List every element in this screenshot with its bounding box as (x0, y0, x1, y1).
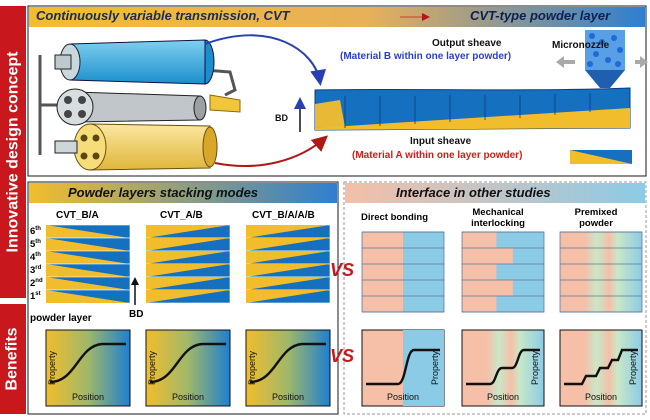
property-curve (564, 348, 638, 386)
layer-label: 3rd (30, 265, 42, 277)
mode-label-3: CVT_B/A/A/B (252, 210, 315, 221)
bd-label: BD (129, 309, 144, 320)
interface-plots: PositionPropertyPositionPropertyPosition… (361, 329, 643, 407)
benefits-side-label: Benefits (0, 304, 26, 414)
cvt-machine-illustration (38, 39, 241, 171)
cvt-title: Continuously variable transmission, CVT (36, 8, 290, 23)
position-axis-label: Position (387, 392, 419, 402)
material-a-wedge (246, 238, 330, 251)
position-axis-label: Position (487, 392, 519, 402)
material-a-wedge (46, 264, 130, 277)
layer-label: 5th (30, 239, 41, 251)
property-curve (49, 342, 126, 384)
property-axis-label: Property (628, 350, 638, 385)
output-material-label: (Material B within one layer powder) (340, 51, 512, 62)
material-a-wedge (46, 225, 130, 238)
input-material-label: (Material A within one layer powder) (352, 150, 523, 161)
property-axis-label: Property (47, 350, 57, 385)
position-axis-label: Position (272, 392, 304, 402)
mode-label-2: CVT_A/B (160, 210, 203, 221)
stack-block-2 (145, 224, 231, 304)
position-axis-label: Position (585, 392, 617, 402)
material-a-wedge (246, 277, 330, 290)
material-a-wedge (146, 264, 230, 277)
stack-block-3 (245, 224, 331, 304)
micronozzle-label: Micronozzle (552, 40, 610, 51)
input-sheave-label: Input sheave (410, 136, 472, 147)
material-a-wedge (246, 290, 330, 303)
material-a-wedge (46, 238, 130, 251)
property-plot-4: Position Property (361, 329, 445, 407)
vs-label-bottom: VS (330, 346, 354, 366)
benefit-plots: PositionPropertyPositionPropertyPosition… (45, 329, 331, 407)
property-axis-label: Property (530, 350, 540, 385)
material-a-wedge (46, 290, 130, 303)
property-plot-6: Position Property (559, 329, 643, 407)
method-premixed-powder: Premixed powder (574, 207, 618, 229)
material-a-wedge (146, 238, 230, 251)
property-plot-5: Position Property (461, 329, 545, 407)
layer-label: 6th (30, 226, 41, 238)
method-direct-bonding: Direct bonding (361, 212, 429, 223)
position-axis-label: Position (172, 392, 204, 402)
property-axis-label: Property (430, 350, 440, 385)
mode-label-1: CVT_B/A (56, 210, 99, 221)
material-a-wedge (46, 251, 130, 264)
property-curve (366, 348, 440, 386)
interface-panel-header (345, 183, 645, 203)
property-plot-2: Position Property (145, 329, 231, 407)
layer-label: 4th (30, 252, 41, 264)
position-axis-label: Position (72, 392, 104, 402)
material-a-wedge (146, 251, 230, 264)
output-arrow (204, 34, 327, 86)
interface-block-1 (361, 231, 445, 313)
property-curve (249, 342, 326, 384)
property-plot-1: Position Property (45, 329, 131, 407)
concept-side-label: Innovative design concept (0, 6, 26, 298)
material-a-wedge (246, 264, 330, 277)
material-a-wedge (246, 225, 330, 238)
layer-label: 1st (30, 291, 41, 303)
material-a-wedge (146, 277, 230, 290)
material-a-wedge (146, 290, 230, 303)
property-plot-3: Position Property (245, 329, 331, 407)
method-mechanical-interlocking: Mechanical interlocking (471, 207, 525, 229)
material-a-wedge (246, 251, 330, 264)
powder-layer-label: powder layer (30, 313, 92, 324)
property-curve (466, 348, 540, 386)
top-bd-label: BD (275, 113, 288, 123)
property-axis-label: Property (247, 350, 257, 385)
vs-label-top: VS (330, 260, 354, 280)
stacking-blocks (45, 224, 331, 304)
property-curve (149, 342, 226, 384)
interface-blocks (361, 231, 643, 313)
property-axis-label: Property (147, 350, 157, 385)
material-a-wedge (146, 225, 230, 238)
cvt-powder-layer-title: CVT-type powder layer (470, 8, 611, 23)
material-swatch (570, 150, 632, 164)
stacking-panel-header (29, 183, 337, 203)
interface-title: Interface in other studies (396, 185, 551, 200)
top-panel-header (29, 7, 645, 27)
micronozzle-illustration (556, 30, 648, 88)
interface-block-3 (559, 231, 643, 313)
output-sheave-label: Output sheave (432, 38, 502, 49)
input-arrow (214, 135, 329, 167)
interface-block-2 (461, 231, 545, 313)
stacking-title: Powder layers stacking modes (68, 185, 259, 200)
stack-block-1 (45, 224, 131, 304)
material-a-wedge (46, 277, 130, 290)
cvt-powder-layer (314, 87, 631, 131)
layer-label: 2nd (30, 278, 43, 290)
